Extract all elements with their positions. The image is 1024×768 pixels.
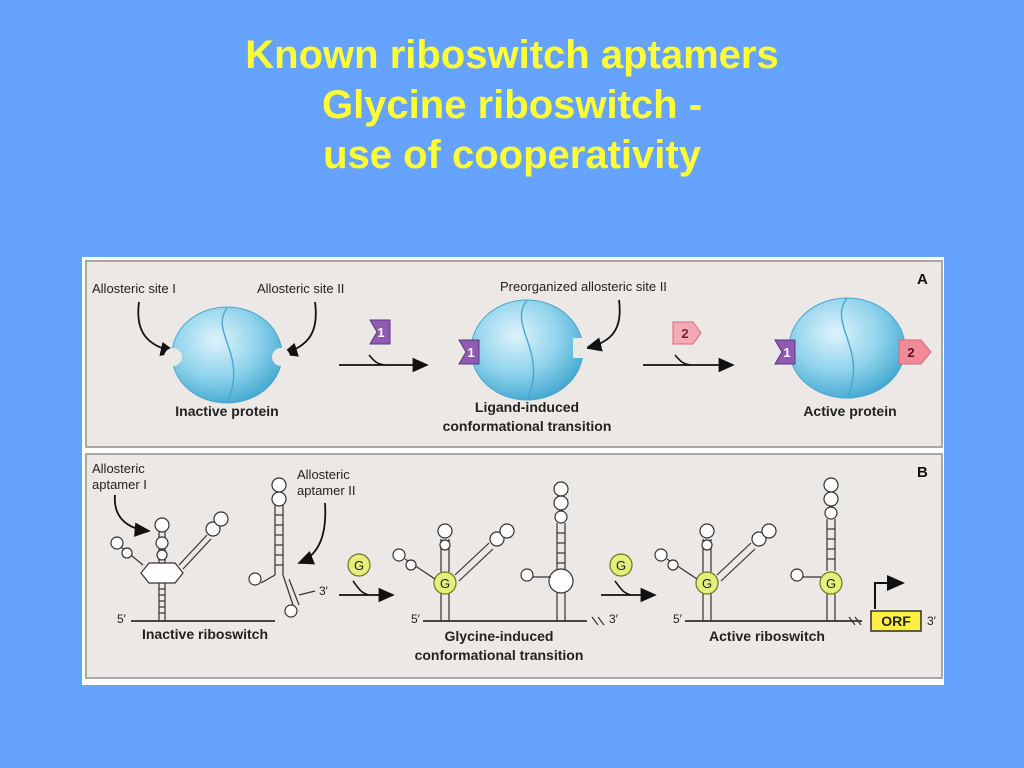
ligand-1-icon: 1 <box>369 319 391 345</box>
panel-b: B Allosteric aptamer I Allosteric aptame… <box>85 453 943 679</box>
svg-text:5′: 5′ <box>411 612 421 626</box>
label-allosteric-site-1: Allosteric site I <box>92 281 176 296</box>
pointer-arrow-site-1 <box>137 301 177 357</box>
label-active-protein: Active protein <box>803 403 896 419</box>
inactive-aptamer-2: 3′ <box>248 477 329 618</box>
pointer-arrow-aptamer-2 <box>297 502 327 565</box>
svg-text:G: G <box>702 576 712 591</box>
label-ligand-induced-1: Ligand-induced <box>475 399 579 415</box>
glycine-induced-structure: G 5′ 3′ <box>392 481 619 626</box>
inactive-protein-shape <box>164 306 290 404</box>
label-aptamer-1-line1: Allosteric <box>92 461 145 476</box>
label-active-riboswitch: Active riboswitch <box>709 628 825 644</box>
ligand-2-icon: 2 <box>672 321 702 345</box>
panel-b-diagram: B Allosteric aptamer I Allosteric aptame… <box>92 461 937 663</box>
svg-text:1: 1 <box>783 345 790 360</box>
svg-text:2: 2 <box>681 326 688 341</box>
svg-text:3′: 3′ <box>609 612 619 626</box>
panel-a-diagram: A Allosteric site I Allosteric site II P… <box>92 271 932 434</box>
panel-a-letter: A <box>917 271 928 288</box>
svg-text:ORF: ORF <box>881 613 911 629</box>
svg-text:5′: 5′ <box>117 612 127 626</box>
panel-b-letter: B <box>917 464 928 481</box>
label-ligand-induced-2: conformational transition <box>443 418 612 434</box>
label-allosteric-site-2: Allosteric site II <box>257 281 344 296</box>
label-aptamer-2-line2: aptamer II <box>297 483 356 498</box>
svg-text:1: 1 <box>467 345 474 360</box>
title-line-2: Glycine riboswitch - <box>321 83 703 127</box>
label-inactive-riboswitch: Inactive riboswitch <box>142 626 268 642</box>
svg-text:2: 2 <box>907 345 914 360</box>
ligand-induced-protein-shape: 1 <box>458 299 587 401</box>
svg-text:G: G <box>616 558 626 573</box>
svg-text:G: G <box>440 576 450 591</box>
label-aptamer-1-line2: aptamer I <box>92 477 147 492</box>
svg-text:G: G <box>354 558 364 573</box>
label-aptamer-2-line1: Allosteric <box>297 467 350 482</box>
glycine-ligand-1: G <box>347 553 371 577</box>
svg-text:3′: 3′ <box>319 584 329 598</box>
label-glycine-induced-1: Glycine-induced <box>445 628 554 644</box>
slide-title: Known riboswitch aptamers Glycine ribosw… <box>0 30 1024 180</box>
label-glycine-induced-2: conformational transition <box>415 647 584 663</box>
svg-text:5′: 5′ <box>673 612 683 626</box>
title-line-3: use of cooperativity <box>323 133 701 177</box>
svg-text:3′: 3′ <box>927 614 937 628</box>
pointer-arrow-aptamer-1 <box>114 494 151 537</box>
pointer-arrow-preorganized <box>585 299 621 352</box>
pointer-arrow-site-2 <box>281 301 317 357</box>
inactive-aptamer-1: 5′ <box>110 511 229 626</box>
title-line-1: Known riboswitch aptamers <box>245 33 779 77</box>
orf-gene: ORF 3′ <box>870 575 937 632</box>
label-inactive-protein: Inactive protein <box>175 403 278 419</box>
riboswitch-figure: A Allosteric site I Allosteric site II P… <box>82 257 944 685</box>
svg-text:G: G <box>826 576 836 591</box>
svg-text:1: 1 <box>377 325 384 340</box>
active-riboswitch-structure: G 5′ G <box>654 477 862 626</box>
active-protein-shape: 1 2 <box>774 297 932 399</box>
label-preorganized-site: Preorganized allosteric site II <box>500 279 667 294</box>
panel-a: A Allosteric site I Allosteric site II P… <box>85 260 943 448</box>
glycine-ligand-2: G <box>609 553 633 577</box>
